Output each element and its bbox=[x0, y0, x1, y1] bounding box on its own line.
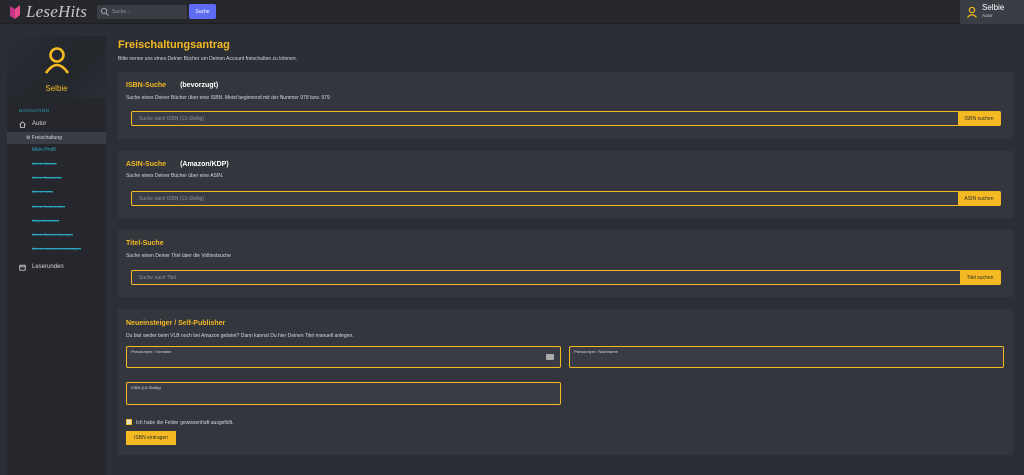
isbn-title: ISBN-Suche (bevorzugt) bbox=[126, 82, 218, 89]
title-search-box: Titel suchen bbox=[131, 270, 1001, 285]
search-icon bbox=[100, 7, 109, 16]
logo[interactable]: LeseHits bbox=[8, 2, 87, 22]
title-search-input[interactable] bbox=[132, 274, 960, 281]
asin-search-button[interactable]: ASIN suchen bbox=[958, 192, 1000, 205]
user-menu[interactable]: Selbie Autor bbox=[960, 0, 1024, 24]
asin-search-card: ASIN-Suche (Amazon/KDP) Suche eines Deine… bbox=[118, 151, 1013, 218]
sidebar-item-autor[interactable]: Autor bbox=[7, 116, 106, 132]
sidebar-item-freischaltung[interactable]: ⚙ Freischaltung bbox=[7, 132, 106, 144]
isbn-search-input[interactable] bbox=[132, 115, 958, 122]
isbn-field[interactable]: ISBN (13-Stellig) bbox=[126, 382, 561, 405]
first-name-label: Pseudonym / Vorname bbox=[131, 349, 172, 354]
sidebar-item-disabled[interactable]: Abgeschlossen bbox=[32, 217, 60, 223]
search-input[interactable] bbox=[112, 9, 182, 15]
sidebar-item-disabled[interactable]: Meine Buchtexte bbox=[32, 174, 62, 180]
sidebar-item-disabled[interactable]: Meine Infos bbox=[32, 189, 53, 195]
isbn-tag: (bevorzugt) bbox=[180, 82, 219, 89]
asin-title-text: ASIN-Suche bbox=[126, 161, 167, 168]
asin-search-box: ASIN suchen bbox=[131, 191, 1001, 206]
asin-search-input[interactable] bbox=[132, 195, 958, 202]
sidebar-item-disabled[interactable]: Meine Beschreibungen bbox=[32, 232, 73, 238]
sidebar-profile: Selbie bbox=[7, 36, 106, 98]
neu-title: Neueinsteiger / Self-Publisher bbox=[126, 320, 226, 327]
title-search-card: Titel-Suche Suche einen Deiner Titel übe… bbox=[118, 230, 1013, 297]
isbn-field-label: ISBN (13-Stellig) bbox=[131, 385, 161, 390]
asin-title: ASIN-Suche (Amazon/KDP) bbox=[126, 161, 229, 168]
keyboard-icon bbox=[546, 354, 554, 360]
isbn-search-button[interactable]: ISBN suchen bbox=[958, 112, 1000, 125]
page-description: Bitte nenne uns eines Deiner Bücher um D… bbox=[118, 56, 297, 62]
page-title: Freischaltungsantrag bbox=[118, 39, 230, 51]
titel-desc: Suche einen Deiner Titel über die Vollte… bbox=[126, 253, 231, 259]
last-name-field[interactable]: Pseudonym / Nachname bbox=[569, 346, 1004, 368]
user-avatar-icon bbox=[44, 47, 70, 74]
sidebar-item-leserunden[interactable]: Leserunden bbox=[7, 259, 106, 275]
home-icon bbox=[19, 120, 26, 128]
user-role: Autor bbox=[982, 13, 993, 18]
asin-tag: (Amazon/KDP) bbox=[180, 161, 229, 168]
isbn-search-box: ISBN suchen bbox=[131, 111, 1001, 126]
title-search-button[interactable]: Titel suchen bbox=[960, 271, 1000, 284]
isbn-desc: Suche eines Deiner Bücher über eine ISBN… bbox=[126, 95, 330, 101]
profile-name: Selbie bbox=[45, 84, 68, 93]
nav-label: NAVIGATION bbox=[19, 108, 50, 113]
calendar-icon bbox=[19, 264, 26, 271]
user-name: Selbie bbox=[982, 3, 1005, 12]
sidebar-item-disabled[interactable]: Meine Bücher bbox=[32, 160, 57, 166]
isbn-title-text: ISBN-Suche bbox=[126, 82, 167, 89]
asin-desc: Suche eines Deiner Bücher über eine ASIN… bbox=[126, 173, 224, 179]
first-name-field[interactable]: Pseudonym / Vorname bbox=[126, 346, 561, 368]
search-button[interactable]: Suche bbox=[189, 4, 216, 19]
top-bar: LeseHits Suche Selbie Autor bbox=[0, 0, 1024, 24]
app-name: LeseHits bbox=[26, 2, 88, 21]
neu-desc: Du bist weder beim VLB noch bei Amazon g… bbox=[126, 333, 354, 339]
book-logo-icon bbox=[10, 5, 20, 19]
confirm-checkbox-label: Ich habe die Felder gewissenhaft ausgefü… bbox=[136, 420, 234, 426]
isbn-search-card: ISBN-Suche (bevorzugt) Suche eines Deiner… bbox=[118, 72, 1013, 139]
sidebar-item-label: Leserunden bbox=[32, 264, 64, 271]
user-icon bbox=[966, 6, 978, 18]
sidebar-item-label: Autor bbox=[32, 121, 47, 127]
confirm-checkbox[interactable] bbox=[126, 419, 132, 425]
sidebar-item-mein-profil[interactable]: Mein Profil bbox=[32, 147, 56, 153]
sidebar: Selbie NAVIGATION Autor ⚙ Freischaltung … bbox=[7, 36, 106, 475]
search-box bbox=[97, 5, 187, 19]
titel-title: Titel-Suche bbox=[126, 240, 164, 247]
isbn-submit-button[interactable]: ISBN eintragen bbox=[126, 431, 176, 445]
last-name-label: Pseudonym / Nachname bbox=[574, 349, 618, 354]
sidebar-item-disabled[interactable]: Meine Leserundenanfragen bbox=[32, 246, 81, 252]
sidebar-item-disabled[interactable]: Meine Leserunden bbox=[32, 203, 66, 209]
